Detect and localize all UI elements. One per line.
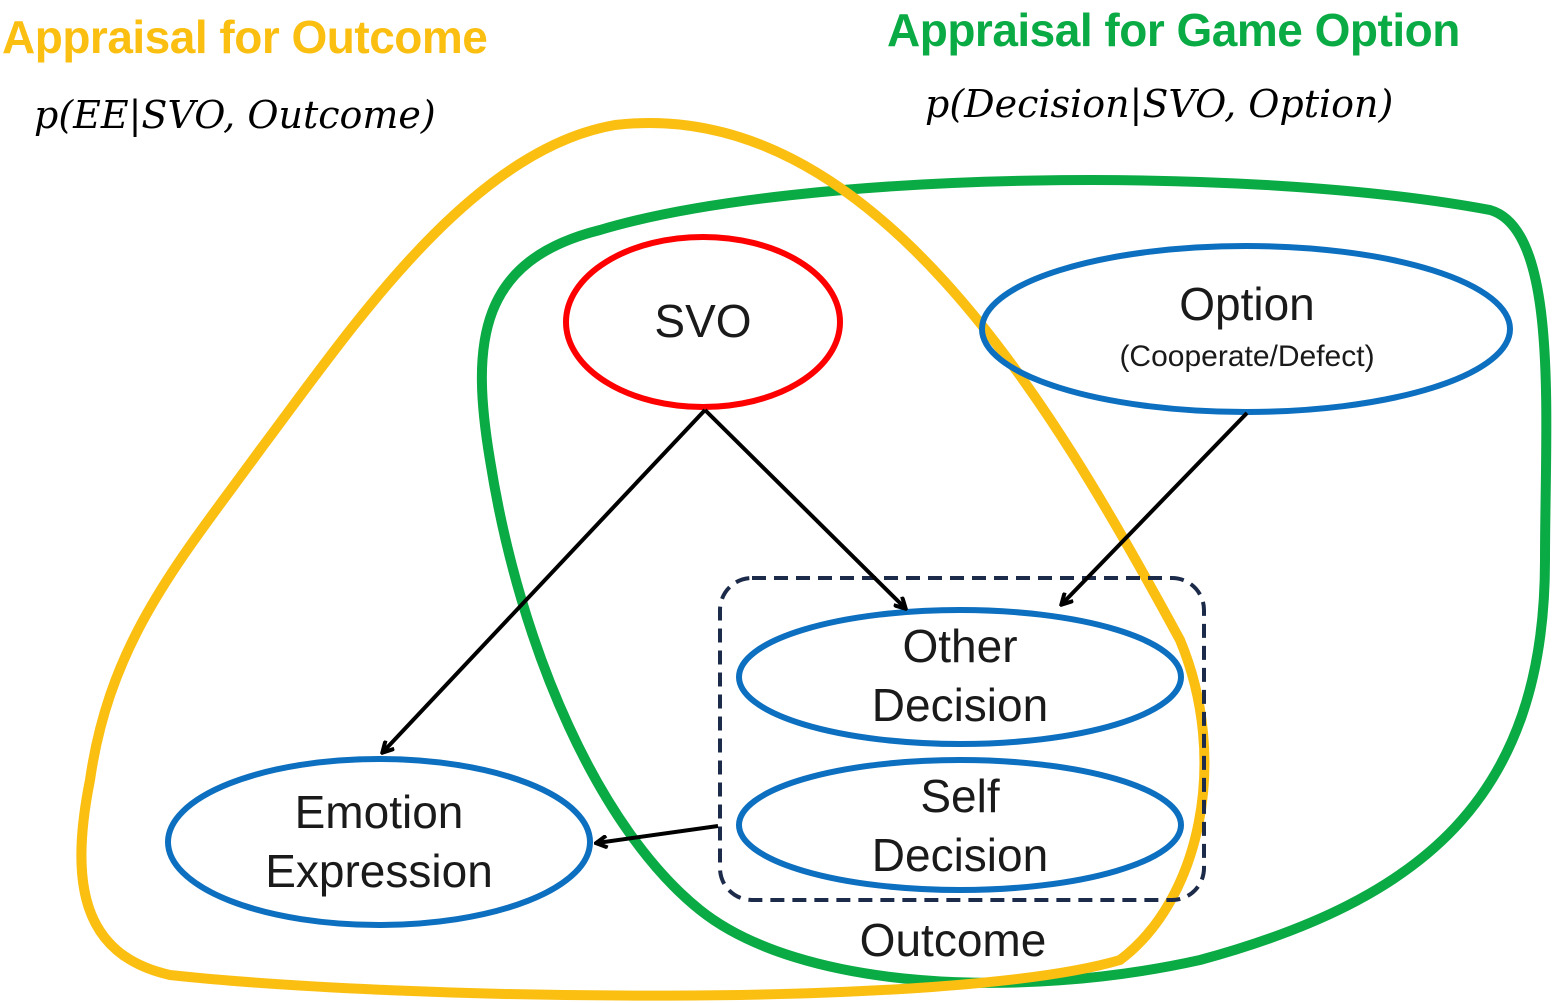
other-decision-label-line2: Decision xyxy=(871,679,1049,731)
game-option-formula: p(Decision|SVO, Option) xyxy=(925,82,1394,126)
arrow-svo-to-other-decision xyxy=(703,408,905,608)
game-option-region xyxy=(476,175,1552,988)
outcome-region xyxy=(76,118,1210,1001)
self-decision-label-line1: Self xyxy=(920,770,1000,822)
svo-node xyxy=(563,234,843,410)
outcome-appraisal-title: Appraisal for Outcome xyxy=(2,11,488,63)
emotion-expression-node xyxy=(165,756,593,928)
option-node xyxy=(979,243,1513,415)
self-decision-label-line2: Decision xyxy=(871,829,1049,881)
self-decision-node xyxy=(736,757,1184,893)
outcome-group-label: Outcome xyxy=(859,914,1047,966)
emotion-label-line2: Expression xyxy=(265,845,493,897)
outcome-formula: p(EE|SVO, Outcome) xyxy=(34,93,436,137)
outcome-group-box xyxy=(718,576,1206,902)
arrow-self-decision-to-emotion xyxy=(597,824,719,843)
option-label: Option xyxy=(1179,278,1315,330)
arrow-svo-to-emotion xyxy=(383,408,707,752)
svo-label: SVO xyxy=(654,295,752,347)
other-decision-label-line1: Other xyxy=(902,620,1018,672)
emotion-label-line1: Emotion xyxy=(294,786,464,838)
other-decision-node xyxy=(736,607,1184,747)
arrow-option-to-other-decision xyxy=(1062,411,1249,604)
game-option-appraisal-title: Appraisal for Game Option xyxy=(887,4,1460,56)
option-sublabel: (Cooperate/Defect) xyxy=(1119,340,1375,373)
